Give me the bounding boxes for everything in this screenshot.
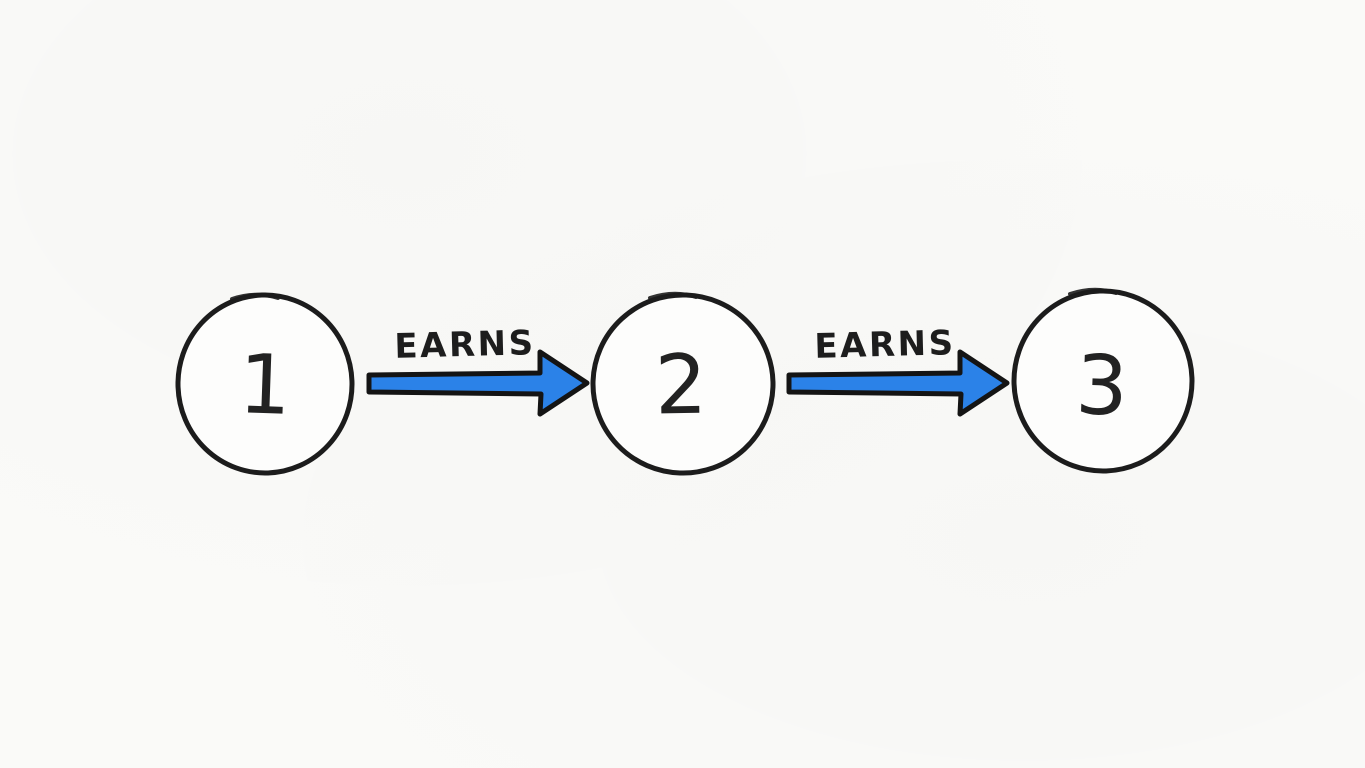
arrow-right-icon [786,349,1010,417]
edge-2-3: EARNS [786,323,1010,417]
node-1-label: 1 [237,337,292,434]
node-3: 3 [1011,287,1195,474]
edge-1-2-label: EARNS [394,323,536,367]
edge-1-2: EARNS [366,323,590,417]
arrow-right-icon [366,349,590,417]
node-2-label: 2 [654,338,708,434]
node-3-label: 3 [1074,338,1129,435]
node-1-pen-overlap [230,292,280,301]
edge-2-3-label: EARNS [814,323,956,367]
node-2-pen-overlap [648,291,698,300]
node-1: 1 [175,292,355,476]
node-3-pen-overlap [1068,287,1118,296]
node-2: 2 [590,291,776,476]
